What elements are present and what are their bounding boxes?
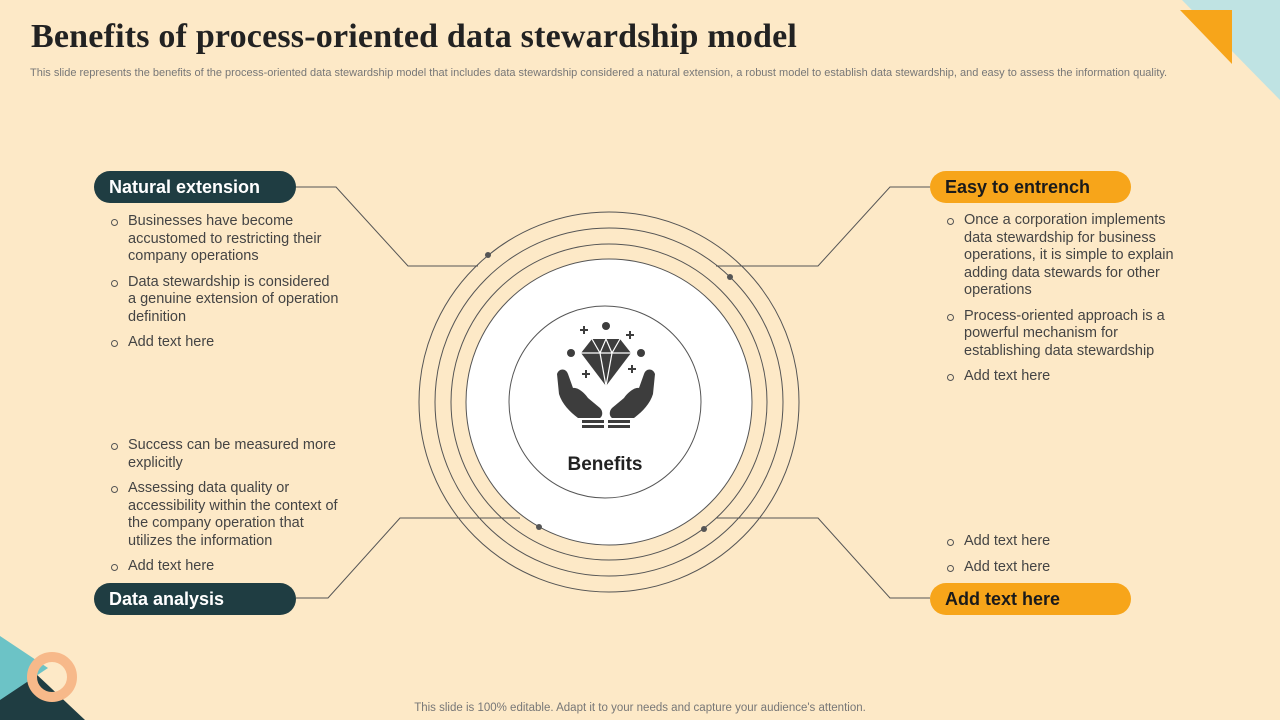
ring-decoration xyxy=(27,652,77,702)
list-item: Add text here xyxy=(109,334,339,352)
ring-dot xyxy=(485,252,491,258)
inner-ring xyxy=(508,305,702,499)
center-label: Benefits xyxy=(567,454,643,475)
add-text-list: Add text here Add text here xyxy=(945,533,1180,584)
list-item: Add text here xyxy=(109,558,339,576)
data-analysis-heading: Data analysis xyxy=(94,583,296,615)
list-item: Businesses have become accustomed to res… xyxy=(109,213,339,266)
diamond-in-hands-icon xyxy=(557,322,655,428)
list-item: Assessing data quality or accessibility … xyxy=(109,480,339,550)
natural-extension-list: Businesses have become accustomed to res… xyxy=(109,213,339,360)
natural-extension-heading: Natural extension xyxy=(94,171,296,203)
easy-to-entrench-list: Once a corporation implements data stewa… xyxy=(945,212,1180,394)
ring-dot xyxy=(727,274,733,280)
outer-ring-1 xyxy=(418,211,800,593)
connector-data-analysis xyxy=(296,517,520,599)
connector-natural-extension xyxy=(296,186,478,267)
list-item: Add text here xyxy=(945,368,1180,386)
page-subtitle: This slide represents the benefits of th… xyxy=(30,67,1168,79)
list-item: Success can be measured more explicitly xyxy=(109,437,339,472)
list-item: Add text here xyxy=(945,533,1180,551)
ring-dot xyxy=(701,526,707,532)
corner-decoration-orange xyxy=(1180,10,1232,64)
connector-add-text xyxy=(716,517,930,599)
ring-dot xyxy=(536,524,542,530)
easy-to-entrench-heading: Easy to entrench xyxy=(930,171,1131,203)
outer-ring-3 xyxy=(450,243,768,561)
add-text-heading: Add text here xyxy=(930,583,1131,615)
list-item: Data stewardship is considered a genuine… xyxy=(109,274,339,327)
list-item: Once a corporation implements data stewa… xyxy=(945,212,1180,300)
corner-decoration-teal-bottom xyxy=(0,636,48,700)
data-analysis-list: Success can be measured more explicitly … xyxy=(109,437,339,584)
list-item: Add text here xyxy=(945,559,1180,577)
outer-ring-2 xyxy=(434,227,784,577)
footer-note: This slide is 100% editable. Adapt it to… xyxy=(414,702,866,714)
connector-easy-to-entrench xyxy=(716,186,930,267)
page-title: Benefits of process-oriented data stewar… xyxy=(31,18,798,55)
list-item: Process-oriented approach is a powerful … xyxy=(945,308,1180,361)
